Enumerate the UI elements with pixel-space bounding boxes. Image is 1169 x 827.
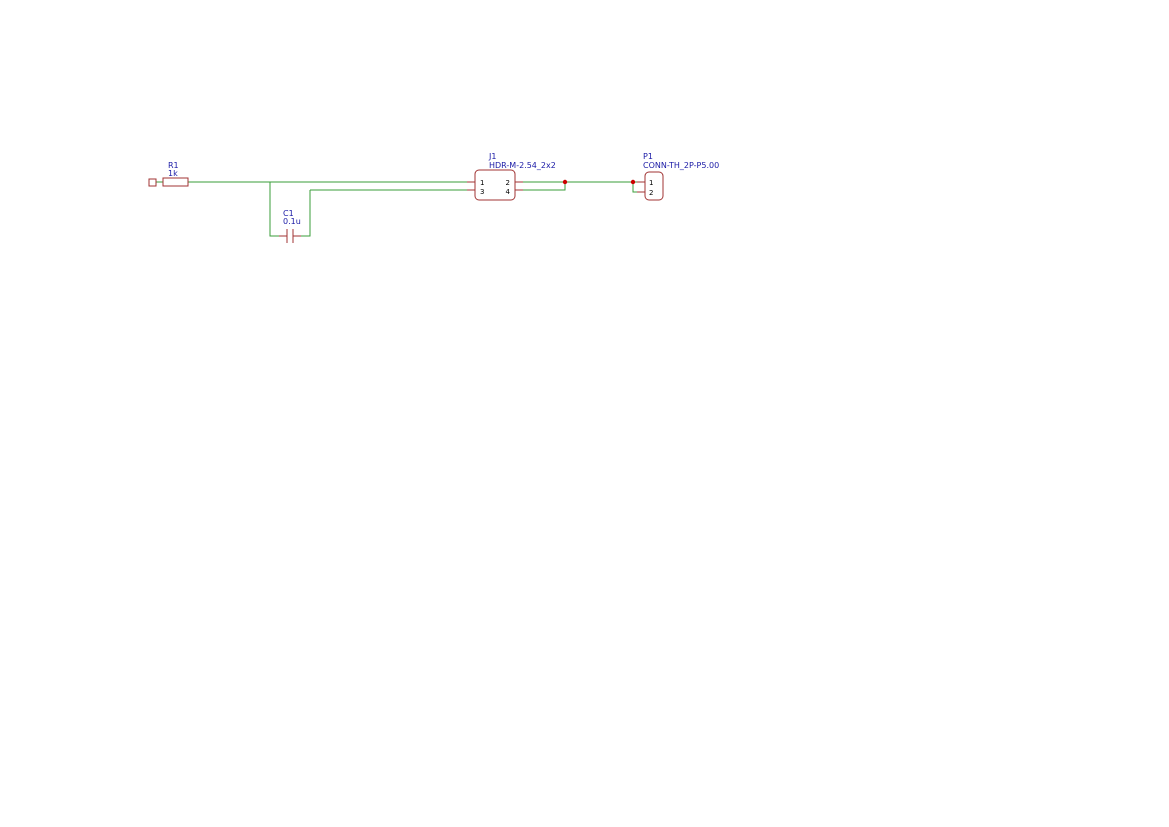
wire-net2-cap-branch[interactable]	[301, 190, 311, 237]
resistor-r1[interactable]: R1 1k	[148, 161, 189, 187]
r1-value: 1k	[168, 169, 178, 178]
j1-value: HDR-M-2.54_2x2	[489, 161, 556, 170]
wire-j1-pin4-branch[interactable]	[523, 182, 566, 191]
j1-pin4-number: 4	[506, 188, 511, 196]
wire-p1-pin2-branch[interactable]	[632, 182, 637, 193]
p1-body	[644, 171, 664, 201]
p1-pin2-number: 2	[649, 189, 653, 197]
wire-net1-cap-branch[interactable]	[269, 182, 279, 237]
r1-body	[162, 177, 189, 187]
connector-p1[interactable]: 1 2 P1 CONN-TH_2P-P5.00	[637, 152, 719, 201]
p1-pin1-number: 1	[649, 179, 653, 187]
j1-pin3-number: 3	[480, 188, 484, 196]
header-j1[interactable]: 1 2 3 4 J1 HDR-M-2.54_2x2	[467, 152, 556, 201]
capacitor-c1[interactable]: C1 0.1u	[279, 209, 301, 243]
p1-designator: P1	[643, 152, 653, 161]
j1-body	[474, 169, 516, 201]
c1-value: 0.1u	[283, 217, 301, 226]
c1-designator: C1	[283, 209, 294, 218]
r1-designator: R1	[168, 161, 179, 170]
wires	[156, 181, 637, 237]
j1-designator: J1	[488, 152, 496, 161]
j1-pin1-number: 1	[480, 179, 484, 187]
junction-dot	[562, 179, 568, 185]
j1-pin2-number: 2	[506, 179, 510, 187]
r1-left-terminal	[148, 178, 157, 187]
junction-dot	[630, 179, 636, 185]
p1-value: CONN-TH_2P-P5.00	[643, 161, 719, 170]
